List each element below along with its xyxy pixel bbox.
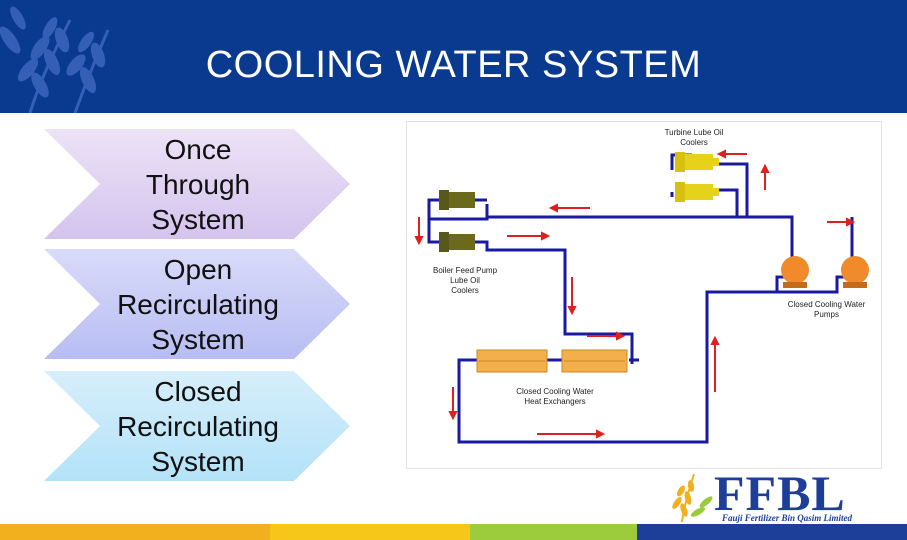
pumps-label: Closed Cooling Water Pumps xyxy=(787,300,866,319)
footer-bar-gold xyxy=(0,524,270,540)
heat-exchanger-icon xyxy=(476,349,628,373)
pump-icon xyxy=(781,256,869,288)
system-type-once-through: Once Through System xyxy=(44,129,350,239)
wheat-logo-icon xyxy=(672,473,713,523)
footer-bar-green xyxy=(470,524,637,540)
header-banner: COOLING WATER SYSTEM xyxy=(0,0,907,113)
footer-bar-yellow xyxy=(270,524,470,540)
footer-bar-blue xyxy=(637,524,907,540)
company-logo: FFBL Fauji Fertilizer Bin Qasim Limited xyxy=(662,468,907,524)
turbine-coolers-label: Turbine Lube Oil Coolers xyxy=(664,128,724,147)
page-title: COOLING WATER SYSTEM xyxy=(205,44,702,86)
flow-arrow-icon xyxy=(414,149,856,439)
pipe-network xyxy=(427,153,854,444)
logo-wordmark: FFBL xyxy=(714,465,846,521)
chevron-shape xyxy=(44,249,350,359)
cooler-icon xyxy=(675,152,719,202)
bfp-coolers-label: Boiler Feed Pump Lube Oil Coolers xyxy=(432,266,498,295)
system-type-label: Once Through System xyxy=(145,133,251,235)
wheat-icon xyxy=(0,6,110,113)
system-type-label: Open Recirculating System xyxy=(117,253,279,355)
cooling-water-diagram: Turbine Lube Oil Coolers Boiler Feed Pum… xyxy=(406,121,882,469)
logo-company-name: Fauji Fertilizer Bin Qasim Limited xyxy=(722,513,853,523)
system-type-closed-recirculating: Closed Recirculating System xyxy=(44,371,350,481)
chevron-shape xyxy=(44,371,350,481)
cooler-icon xyxy=(439,190,475,252)
chevron-shape xyxy=(44,129,350,239)
system-type-open-recirculating: Open Recirculating System xyxy=(44,249,350,359)
heat-exchangers-label: Closed Cooling Water Heat Exchangers xyxy=(516,387,594,406)
system-type-label: Closed Recirculating System xyxy=(117,375,279,477)
